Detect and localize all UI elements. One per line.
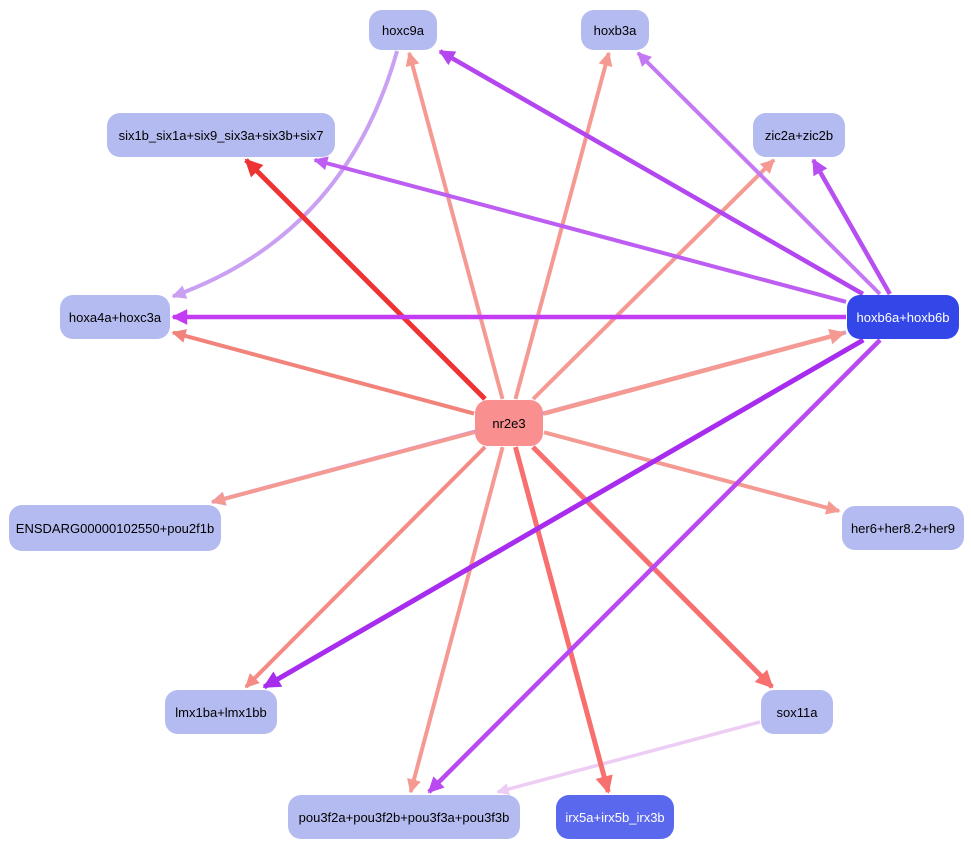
node-nr2e3[interactable]: nr2e3 bbox=[475, 400, 543, 446]
edge-nr2e3-to-lmx1ba bbox=[244, 445, 487, 689]
edge-nr2e3-to-hoxc9a bbox=[405, 51, 505, 400]
edge-nr2e3-to-ensdarg bbox=[211, 430, 475, 506]
edge-nr2e3-to-hoxb6a bbox=[543, 328, 846, 416]
node-hoxb3a[interactable]: hoxb3a bbox=[581, 10, 649, 50]
node-hoxa4a[interactable]: hoxa4a+hoxc3a bbox=[60, 295, 170, 339]
edge-sox11a-to-pou3f2a bbox=[496, 720, 761, 796]
edge-nr2e3-to-zic2a bbox=[531, 158, 776, 401]
edge-nr2e3-to-irx5a bbox=[513, 446, 613, 794]
edge-hoxb6a-to-lmx1ba bbox=[262, 337, 865, 690]
node-irx5a[interactable]: irx5a+irx5b_irx3b bbox=[556, 795, 674, 839]
edge-hoxc9a-to-hoxa4a bbox=[171, 50, 399, 299]
edge-hoxb6a-to-hoxc9a bbox=[438, 49, 865, 296]
node-hoxc9a[interactable]: hoxc9a bbox=[369, 10, 437, 50]
node-pou3f2a[interactable]: pou3f2a+pou3f2b+pou3f3a+pou3f3b bbox=[288, 795, 520, 839]
node-six1b[interactable]: six1b_six1a+six9_six3a+six3b+six7 bbox=[107, 113, 335, 157]
edge-hoxb6a-to-zic2a bbox=[811, 158, 892, 296]
node-lmx1ba[interactable]: lmx1ba+lmx1bb bbox=[165, 690, 277, 734]
node-sox11a[interactable]: sox11a bbox=[761, 690, 833, 734]
node-hoxb6a[interactable]: hoxb6a+hoxb6b bbox=[847, 295, 959, 339]
node-zic2a[interactable]: zic2a+zic2b bbox=[753, 113, 845, 157]
node-ensdarg[interactable]: ENSDARG00000102550+pou2f1b bbox=[9, 505, 221, 551]
edge-nr2e3-to-her6 bbox=[543, 430, 841, 515]
edge-nr2e3-to-six1b bbox=[244, 158, 487, 401]
edge-nr2e3-to-pou3f2a bbox=[407, 446, 505, 794]
node-her6[interactable]: her6+her8.2+her9 bbox=[842, 506, 964, 550]
edge-nr2e3-to-hoxa4a bbox=[171, 329, 475, 416]
edge-hoxb6a-to-hoxb3a bbox=[636, 51, 882, 296]
edge-hoxb6a-to-six1b bbox=[313, 156, 847, 304]
edge-hoxb6a-to-pou3f2a bbox=[427, 338, 882, 794]
